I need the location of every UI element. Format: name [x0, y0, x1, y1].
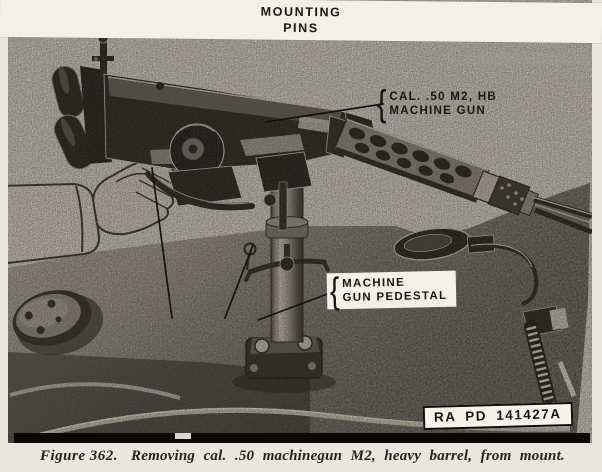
callout-mounting-pins: MOUNTING PINS	[0, 0, 602, 44]
halftone-grain	[8, 0, 592, 443]
photo-bottom-border	[14, 433, 590, 443]
callout-machine-gun: { CAL. .50 M2, HB MACHINE GUN	[376, 83, 498, 125]
callout-machine-gun-line2: MACHINE GUN	[389, 105, 487, 117]
photo-credit-stamp: RA PD 141427A	[422, 401, 573, 431]
caption-text: Removing cal. .50 machinegun M2, heavy b…	[131, 448, 565, 464]
caption-figure-number: Figure 362.	[40, 448, 119, 464]
callout-pedestal: { MACHINE GUN PEDESTAL	[326, 270, 457, 312]
bleedthrough-smudge	[468, 53, 590, 65]
figure-caption: Figure 362. Removing cal. .50 machinegun …	[0, 443, 602, 472]
callout-machine-gun-line1: CAL. .50 M2, HB	[389, 91, 498, 103]
brace-icon: {	[376, 83, 387, 125]
callout-pedestal-line2: GUN PEDESTAL	[342, 289, 448, 305]
callout-leader-lines	[151, 103, 384, 321]
brace-icon: {	[329, 270, 340, 312]
